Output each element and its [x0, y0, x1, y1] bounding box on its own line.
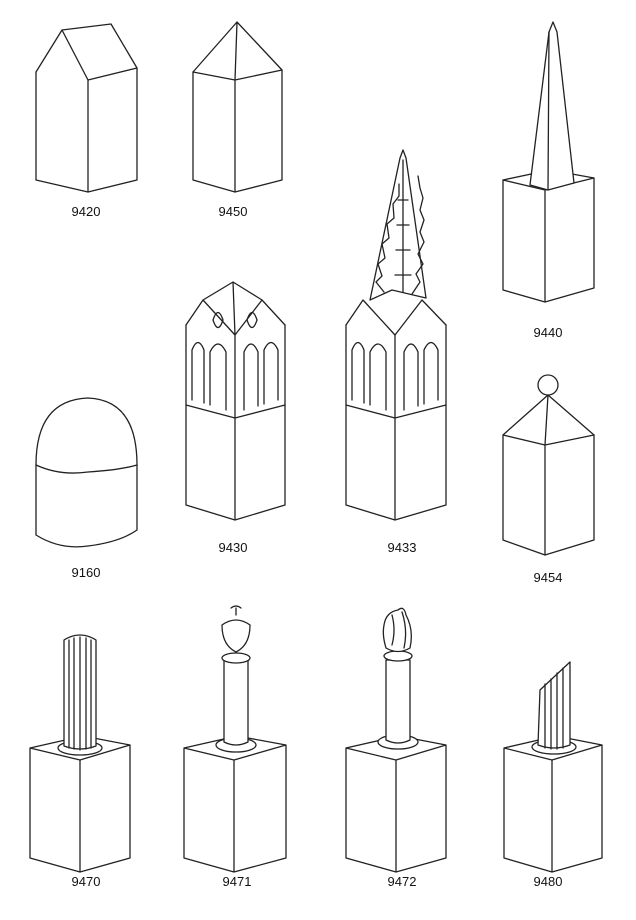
monument-9472: 9472 — [345, 607, 447, 889]
item-code-9430: 9430 — [219, 540, 248, 555]
monument-9420: 9420 — [35, 23, 138, 219]
item-code-9450: 9450 — [219, 204, 248, 219]
item-code-9471: 9471 — [223, 874, 252, 889]
monument-9470: 9470 — [29, 634, 131, 889]
monument-9454: 9454 — [502, 374, 595, 585]
item-code-9160: 9160 — [72, 565, 101, 580]
monument-9450: 9450 — [192, 21, 283, 219]
monument-9160: 9160 — [35, 397, 138, 580]
monument-9471: 9471 — [183, 605, 287, 889]
item-code-9470: 9470 — [72, 874, 101, 889]
item-code-9480: 9480 — [534, 874, 563, 889]
monument-9433: 9433 — [345, 149, 447, 555]
item-code-9433: 9433 — [388, 540, 417, 555]
item-code-9420: 9420 — [72, 204, 101, 219]
monument-9440: 9440 — [502, 21, 595, 340]
item-code-9454: 9454 — [534, 570, 563, 585]
item-code-9440: 9440 — [534, 325, 563, 340]
monument-9480: 9480 — [503, 661, 603, 889]
item-code-9472: 9472 — [388, 874, 417, 889]
monument-9430: 9430 — [185, 281, 286, 555]
